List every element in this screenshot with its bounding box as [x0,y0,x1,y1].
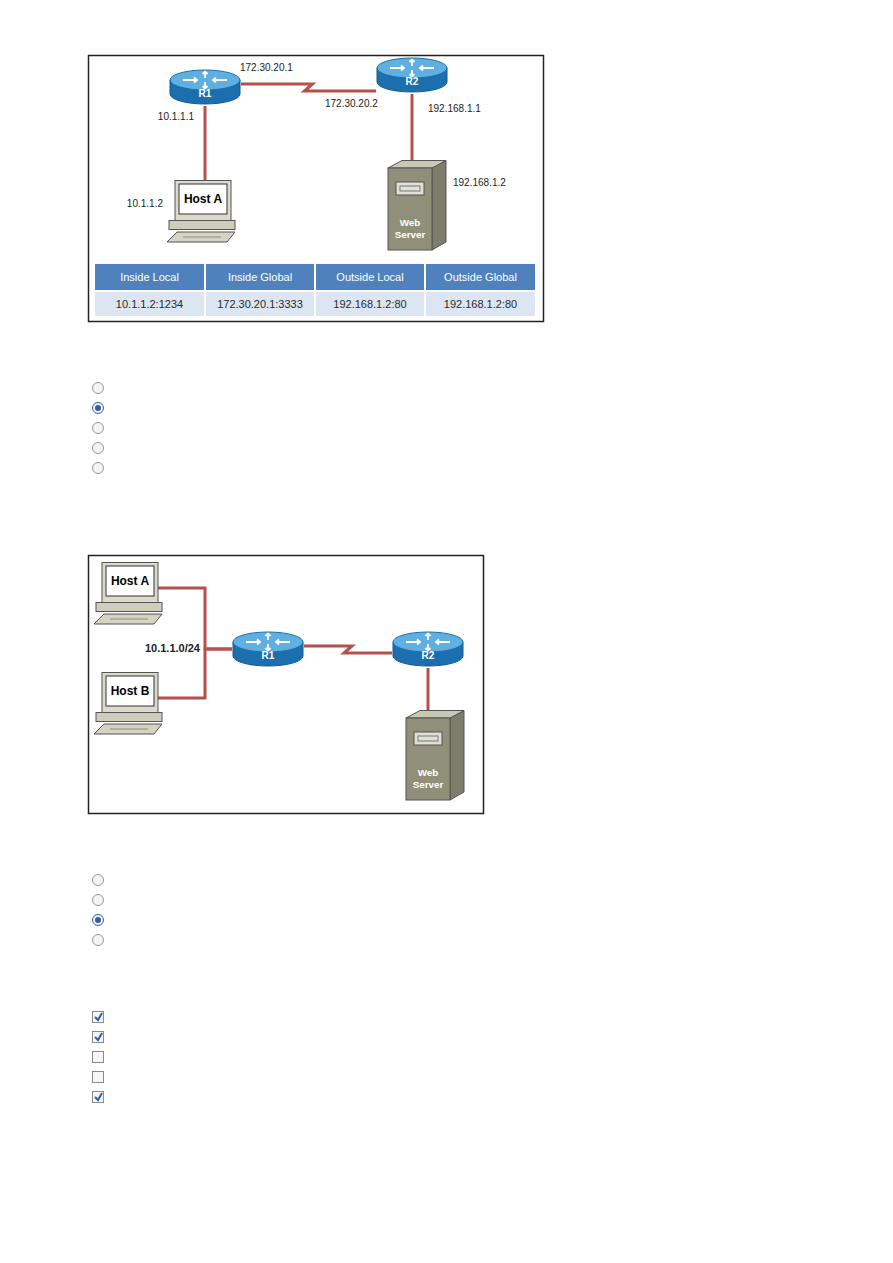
host-icon: Host B [92,672,172,740]
device-name: R1 [199,88,212,99]
ip-address: 172.30.20.1 [240,62,293,74]
ip-address: 172.30.20.2 [325,98,378,110]
table-cell: 192.168.1.2:80 [444,298,517,311]
router-icon: R2 [376,56,448,94]
icon-text-area: Host A [179,184,227,214]
device-name: Host A [111,575,149,588]
device-name: Host A [184,193,222,206]
check-marks [95,1013,102,1100]
link-line [204,106,207,180]
server-icon: Web Server [402,710,468,802]
device-name: Web Server [388,217,432,241]
link-line [241,84,376,91]
link-line [304,646,392,653]
table-cell: Inside Global [228,271,292,284]
table-cell: 10.1.1.2:1234 [116,298,183,311]
router-icon: R1 [232,630,304,668]
ip-address: 192.168.1.1 [428,103,481,115]
device-name: R2 [406,76,419,87]
host-icon: Host A [165,180,245,248]
ip-address: 10.1.1.1 [158,111,194,123]
ip-address: 192.168.1.2 [453,177,506,189]
host-icon: Host A [92,562,172,630]
device-name: Web Server [406,767,450,791]
link-line [158,649,232,698]
icon-text-area: R1 [169,85,241,101]
link-line [158,588,232,649]
link-line [427,668,430,710]
device-name: R1 [262,650,275,661]
table-cell: Outside Local [336,271,403,284]
figure-frame [89,556,484,814]
figure-frame [89,56,544,322]
ip-address: 10.1.1.0/24 [145,642,200,655]
icon-text-area: R2 [376,73,448,89]
nat-table [95,264,535,316]
table-cell: Outside Global [444,271,517,284]
device-name: Host B [111,685,150,698]
table-cell: 192.168.1.2:80 [333,298,406,311]
icon-text-area: Web Server [406,762,450,796]
table-cell: Inside Local [120,271,179,284]
radio-buttons [93,383,104,946]
router-icon: R2 [392,630,464,668]
icon-text-area: R1 [232,647,304,663]
icon-text-area: Web Server [388,212,432,246]
link-line [411,94,414,160]
router-icon: R1 [169,68,241,106]
server-icon: Web Server [384,160,450,252]
checkboxes [93,1012,104,1103]
device-name: R2 [422,650,435,661]
icon-text-area: R2 [392,647,464,663]
ip-address: 10.1.1.2 [127,198,163,210]
radio-selected-dot [95,405,101,923]
icon-text-area: Host A [106,566,154,596]
icon-text-area: Host B [106,676,154,706]
table-cell: 172.30.20.1:3333 [217,298,303,311]
